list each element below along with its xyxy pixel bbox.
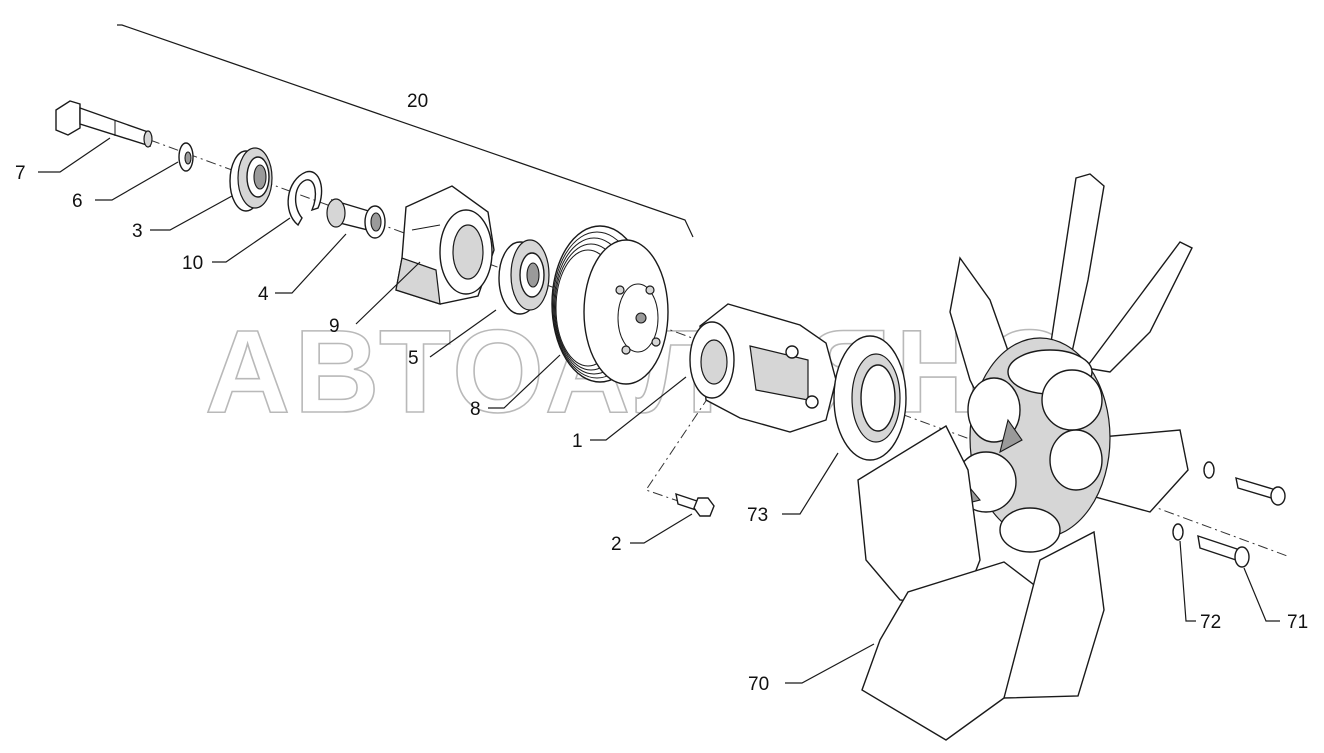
callout-70: 70 bbox=[748, 674, 769, 695]
leader-4 bbox=[275, 233, 347, 294]
leader-7 bbox=[38, 137, 111, 173]
adapter-1 bbox=[689, 303, 837, 433]
leader-70 bbox=[785, 643, 875, 684]
leader-10 bbox=[212, 217, 291, 263]
leader-71 bbox=[1243, 567, 1280, 622]
bolt-7 bbox=[55, 100, 153, 148]
leader-1 bbox=[590, 376, 687, 441]
assembly-bracket-line bbox=[117, 24, 694, 238]
washer-6 bbox=[178, 142, 194, 172]
leader-8 bbox=[488, 354, 561, 409]
leader-5 bbox=[429, 309, 497, 358]
washer-72 bbox=[1172, 461, 1215, 541]
bolt-2 bbox=[675, 492, 715, 517]
callout-4: 4 bbox=[258, 284, 269, 305]
center-axis-line bbox=[149, 139, 1291, 558]
flange-73 bbox=[833, 335, 907, 461]
leader-72 bbox=[1179, 540, 1196, 622]
assembly-label: 20 bbox=[407, 91, 428, 112]
callout-9: 9 bbox=[329, 316, 340, 337]
pulley-8 bbox=[551, 225, 669, 385]
bearing-3 bbox=[229, 147, 273, 212]
callout-71: 71 bbox=[1287, 612, 1308, 633]
callout-5: 5 bbox=[408, 348, 419, 369]
sleeve-4 bbox=[326, 198, 386, 239]
callout-1: 1 bbox=[572, 431, 583, 452]
callout-3: 3 bbox=[132, 221, 143, 242]
callout-2: 2 bbox=[611, 534, 622, 555]
housing-9 bbox=[395, 185, 495, 305]
callout-72: 72 bbox=[1200, 612, 1221, 633]
leader-73 bbox=[782, 452, 839, 515]
fan-70 bbox=[857, 173, 1193, 741]
snap-ring-10 bbox=[287, 170, 323, 227]
leader-3 bbox=[150, 195, 233, 231]
leader-6 bbox=[95, 161, 179, 201]
bearing-5 bbox=[498, 239, 550, 315]
callout-6: 6 bbox=[72, 191, 83, 212]
bolt-axis-line bbox=[645, 379, 721, 506]
leader-2 bbox=[630, 513, 693, 544]
leader-9 bbox=[355, 261, 421, 325]
callout-73: 73 bbox=[747, 505, 768, 526]
callout-7: 7 bbox=[15, 163, 26, 184]
callout-8: 8 bbox=[470, 399, 481, 420]
bolt-71 bbox=[1197, 476, 1286, 568]
callout-10: 10 bbox=[182, 253, 203, 274]
